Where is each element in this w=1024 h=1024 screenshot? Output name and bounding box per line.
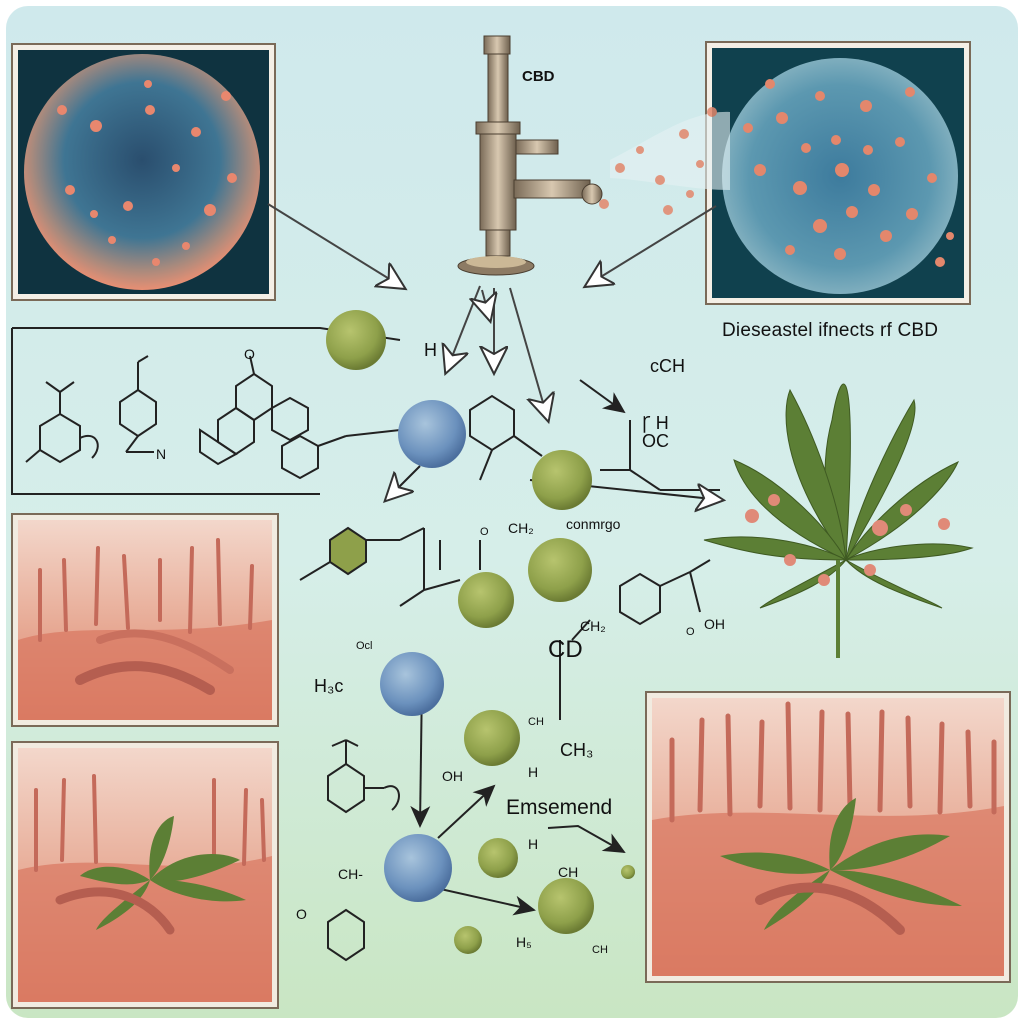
chem-label-ch-bottom: CH- bbox=[338, 866, 363, 882]
chem-label-n-left: N bbox=[156, 446, 167, 462]
chem-label-cch: ᴄCH bbox=[650, 356, 685, 376]
tissue-panel-left-lower bbox=[11, 741, 279, 1009]
chem-label-h5: H₅ bbox=[516, 934, 532, 950]
chem-label-ch-bottom2: CH bbox=[558, 864, 579, 880]
cell-panel-top-left bbox=[11, 43, 276, 301]
center-label: CD bbox=[548, 636, 583, 663]
molecule-structures-lower-left bbox=[327, 739, 400, 962]
leaf-fungus bbox=[745, 494, 950, 586]
chem-label-h-emerg: H bbox=[528, 836, 539, 852]
diagram-caption: Dieseastel ifnects rf CBD bbox=[722, 320, 939, 341]
microscope-illustration bbox=[457, 35, 603, 276]
chem-label-oh-lower: OH bbox=[442, 768, 463, 784]
chem-label-oh-right: OH bbox=[704, 616, 725, 632]
molecule-box-left bbox=[11, 327, 401, 495]
chem-label-ahoc: Ꞅ H OC bbox=[642, 413, 669, 451]
chem-label-o-ring: O bbox=[686, 626, 695, 638]
chem-label-o-bottom: O bbox=[296, 906, 307, 922]
chem-label-conmrgo: conmrgo bbox=[566, 516, 621, 532]
chem-label-h3c: H₃c bbox=[314, 676, 344, 696]
cell-panel-top-right bbox=[705, 41, 971, 305]
chem-label-ch3-right: CH₃ bbox=[560, 740, 594, 760]
chem-label-ch-right: CH₂ bbox=[580, 618, 606, 634]
microscope-label: CBD bbox=[522, 68, 555, 85]
flow-label: Emsemend bbox=[506, 796, 613, 819]
spores bbox=[326, 310, 635, 954]
chem-label-ch-mid: CH₂ bbox=[508, 520, 534, 536]
chem-label-o-mid: O bbox=[480, 526, 489, 538]
tissue-panel-left-upper bbox=[11, 513, 279, 727]
chem-label-h-lower: H bbox=[528, 764, 539, 780]
tissue-panel-right-lower bbox=[645, 691, 1011, 983]
chem-label-ch-lower: CH bbox=[528, 716, 544, 728]
chem-label-o-top-ring: O bbox=[244, 346, 255, 362]
chem-label-h-top: H bbox=[424, 340, 437, 360]
chem-label-ch-bottom3: CH bbox=[592, 944, 608, 956]
particle-spray bbox=[599, 107, 730, 215]
chem-label-ocl: Ocl bbox=[356, 640, 373, 652]
molecule-structures-center bbox=[299, 394, 720, 720]
